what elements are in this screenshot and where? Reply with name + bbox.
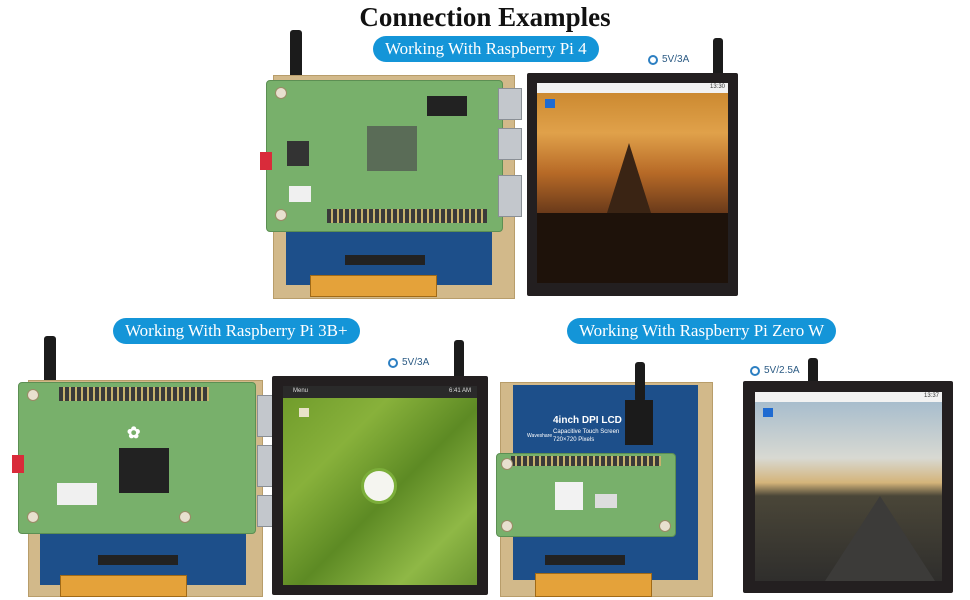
pi3-display: Menu 6:41 AM: [272, 376, 488, 595]
pi3-fpc-connector: [98, 555, 178, 565]
pi4-display-cable: [713, 38, 723, 78]
pi4-usb-port: [498, 88, 522, 120]
power-icon: [648, 54, 658, 65]
pi3-power-cable: [44, 336, 56, 384]
pi4-fpc-cable: [310, 275, 437, 297]
pi4-label-pill: Working With Raspberry Pi 4: [373, 36, 599, 62]
pi4-clock: 13:30: [709, 84, 725, 90]
raspberry-pi-zero-w-board: [496, 453, 676, 537]
raspberry-pi-4-board: [266, 80, 503, 232]
pizero-power-text: 5V/2.5A: [764, 365, 800, 376]
pi3-display-cable: [454, 340, 464, 380]
trash-icon[interactable]: [545, 99, 555, 108]
pi3-sd-card: [12, 455, 24, 473]
pizero-fpc-connector: [545, 555, 625, 565]
pi4-sd-card: [260, 152, 272, 170]
pizero-display: 13:37: [743, 381, 953, 593]
pi4-fpc-connector: [345, 255, 425, 265]
pi3-menu-label[interactable]: Menu: [293, 388, 309, 394]
landscape-foreground: [537, 213, 728, 283]
pi4-usb-port: [498, 128, 522, 160]
raspberry-logo-silkscreen: ✿: [127, 425, 141, 442]
zero-board-resolution: 720×720 Pixels: [553, 437, 595, 443]
pizero-clock: 13:37: [923, 393, 939, 399]
pizero-power-cable: [635, 362, 645, 402]
pi3-power-text: 5V/3A: [402, 357, 430, 368]
pi3-fpc-cable: [60, 575, 187, 597]
temple-silhouette: [607, 143, 651, 213]
pi3-power-badge: 5V/3A: [388, 357, 429, 368]
pizero-fpc-cable: [535, 573, 652, 597]
pi4-taskbar: 13:30: [537, 83, 728, 93]
pi3-ubuntu-mate-screen: Menu 6:41 AM: [283, 386, 477, 585]
pi3-clock: 6:41 AM: [448, 388, 471, 394]
raspberry-pi-3b-plus-board: ✿: [18, 382, 256, 534]
pi4-ethernet-port: [498, 175, 522, 217]
pi4-desktop-screen: 13:30: [537, 83, 728, 283]
power-icon: [388, 357, 398, 368]
waveshare-brand: Waveshare: [527, 433, 553, 439]
pizero-display-cable: [808, 358, 818, 386]
ubuntu-mate-logo-icon: [361, 468, 397, 504]
pizero-label-pill: Working With Raspberry Pi Zero W: [567, 318, 837, 344]
pi4-power-badge: 5V/3A: [648, 54, 689, 65]
zero-board-title: 4inch DPI LCD: [553, 415, 622, 426]
pi4-power-cable: [290, 30, 302, 80]
pi4-display: 13:30: [527, 73, 738, 296]
pi4-power-text: 5V/3A: [662, 54, 690, 65]
pizero-usb-plug: [625, 400, 653, 445]
trash-icon[interactable]: [763, 408, 773, 417]
pizero-taskbar: 13:37: [755, 392, 942, 402]
zero-board-subtitle: Capacitive Touch Screen: [553, 429, 620, 435]
page-title: Connection Examples: [359, 2, 611, 32]
pizero-power-badge: 5V/2.5A: [750, 365, 800, 376]
pi3-top-panel: Menu 6:41 AM: [283, 386, 477, 398]
pi3-label-pill: Working With Raspberry Pi 3B+: [113, 318, 360, 344]
home-folder-icon[interactable]: [299, 408, 309, 417]
pizero-desktop-screen: 13:37: [755, 392, 942, 581]
power-icon: [750, 365, 760, 376]
road-shape: [825, 496, 935, 581]
